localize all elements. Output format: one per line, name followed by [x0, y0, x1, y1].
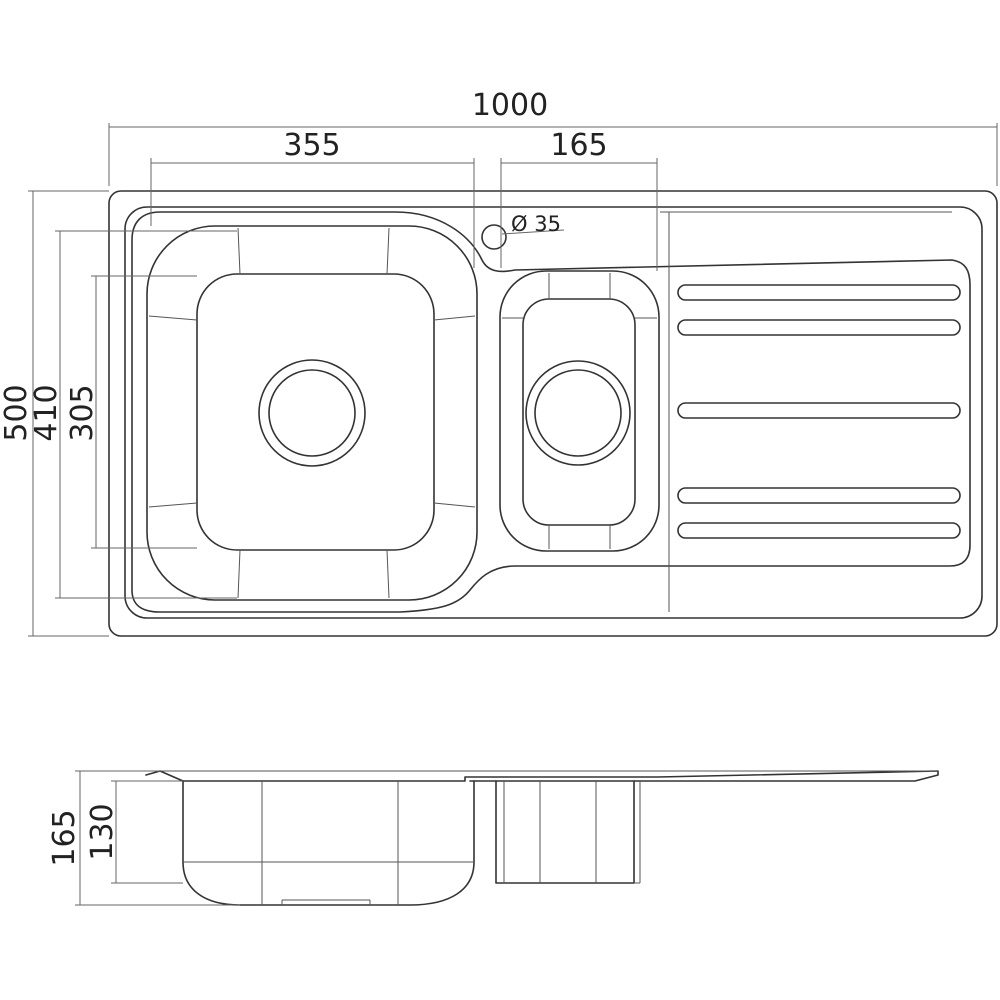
dim-overall-depth: 500 — [0, 384, 34, 441]
dim-bowl-height: 130 — [85, 803, 120, 860]
drainer-groove — [677, 284, 961, 301]
side-view — [145, 770, 939, 906]
small-bowl-facets — [502, 273, 657, 549]
dim-small-bowl-depth: 305 — [65, 384, 100, 441]
drainer-grooves — [677, 284, 961, 539]
top-view: Ø 35 — [108, 190, 998, 637]
drainer-groove — [677, 487, 961, 504]
dim-overall-width: 1000 — [472, 88, 548, 123]
large-bowl-outer — [146, 225, 478, 601]
drainer-groove — [677, 402, 961, 419]
small-bowl-floor — [522, 298, 636, 526]
small-bowl-outer — [499, 270, 660, 552]
large-bowl-drain-inner — [268, 369, 356, 457]
small-bowl-drain-outer — [525, 360, 631, 466]
side-dimensions: 165 130 — [47, 770, 240, 906]
dim-large-bowl-width: 355 — [283, 128, 340, 163]
small-bowl-drain-inner — [534, 369, 622, 457]
left-dimensions: 500 410 305 — [0, 190, 237, 637]
large-bowl-facets — [148, 227, 476, 599]
dim-total-height: 165 — [47, 809, 82, 866]
drainer-groove — [677, 319, 961, 336]
large-bowl-drain-outer — [258, 359, 366, 467]
tap-hole-label: Ø 35 — [511, 212, 561, 236]
large-bowl-floor — [196, 273, 435, 551]
sink-outer-rim — [108, 190, 998, 637]
drainer-groove — [677, 522, 961, 539]
tap-hole — [481, 224, 507, 250]
dim-small-bowl-width: 165 — [550, 128, 607, 163]
tap-hole-leader — [501, 229, 565, 235]
side-rim — [145, 770, 939, 782]
deck-outline — [131, 211, 971, 613]
dim-bowl-depth: 410 — [29, 384, 64, 441]
side-large-bowl — [182, 780, 475, 906]
sink-inner-rim — [124, 206, 983, 619]
top-dimensions: 1000 355 165 — [108, 88, 998, 271]
side-small-bowl — [495, 780, 635, 884]
